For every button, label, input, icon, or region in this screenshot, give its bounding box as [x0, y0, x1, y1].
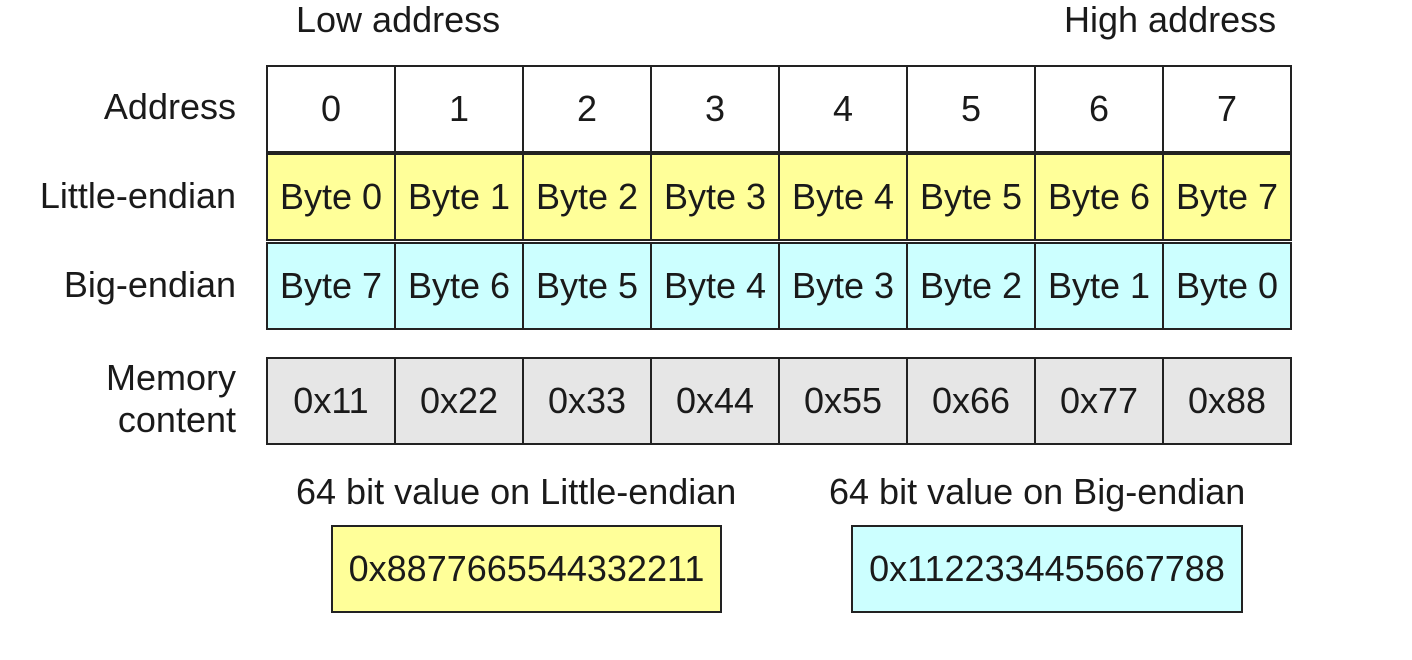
- little-endian-cell: Byte 4: [778, 153, 908, 241]
- little-endian-cell: Byte 6: [1034, 153, 1164, 241]
- little-endian-cell: Byte 0: [266, 153, 396, 241]
- address-cell: 4: [778, 65, 908, 153]
- little-endian-cell: Byte 2: [522, 153, 652, 241]
- memory-cell: 0x11: [266, 357, 396, 445]
- address-cell: 0: [266, 65, 396, 153]
- memory-cell: 0x44: [650, 357, 780, 445]
- memory-cell: 0x33: [522, 357, 652, 445]
- big-endian-cell: Byte 6: [394, 242, 524, 330]
- address-cell: 6: [1034, 65, 1164, 153]
- big-endian-cell: Byte 2: [906, 242, 1036, 330]
- big-endian-cell: Byte 5: [522, 242, 652, 330]
- memory-cell: 0x66: [906, 357, 1036, 445]
- high-address-label: High address: [1064, 0, 1277, 40]
- big-endian-cell: Byte 3: [778, 242, 908, 330]
- low-address-label: Low address: [296, 0, 501, 40]
- little-endian-value-box: 0x8877665544332211: [331, 525, 722, 613]
- big-endian-cell: Byte 4: [650, 242, 780, 330]
- little-endian-row-label: Little-endian: [39, 175, 236, 216]
- little-endian-cell: Byte 1: [394, 153, 524, 241]
- little-endian-cell: Byte 5: [906, 153, 1036, 241]
- memory-cell: 0x22: [394, 357, 524, 445]
- big-endian-row: Byte 7 Byte 6 Byte 5 Byte 4 Byte 3 Byte …: [266, 242, 1306, 330]
- big-endian-cell: Byte 7: [266, 242, 396, 330]
- address-cell: 5: [906, 65, 1036, 153]
- memory-content-row: 0x11 0x22 0x33 0x44 0x55 0x66 0x77 0x88: [266, 357, 1306, 445]
- big-endian-row-label: Big-endian: [63, 264, 236, 305]
- memory-content-row-label: Memory content: [106, 357, 236, 441]
- little-endian-cell: Byte 3: [650, 153, 780, 241]
- big-endian-value-box: 0x1122334455667788: [851, 525, 1243, 613]
- address-cell: 1: [394, 65, 524, 153]
- little-endian-cell: Byte 7: [1162, 153, 1292, 241]
- memory-label-line2: content: [117, 399, 236, 440]
- memory-label-line1: Memory: [105, 357, 236, 398]
- big-endian-cell: Byte 0: [1162, 242, 1292, 330]
- address-cell: 3: [650, 65, 780, 153]
- big-endian-value-caption: 64 bit value on Big-endian: [829, 471, 1246, 512]
- big-endian-cell: Byte 1: [1034, 242, 1164, 330]
- memory-cell: 0x88: [1162, 357, 1292, 445]
- little-endian-row: Byte 0 Byte 1 Byte 2 Byte 3 Byte 4 Byte …: [266, 153, 1306, 241]
- memory-cell: 0x77: [1034, 357, 1164, 445]
- address-cell: 7: [1162, 65, 1292, 153]
- address-row-label: Address: [103, 86, 236, 127]
- address-row: 0 1 2 3 4 5 6 7: [266, 65, 1306, 153]
- address-cell: 2: [522, 65, 652, 153]
- little-endian-value-caption: 64 bit value on Little-endian: [296, 471, 737, 512]
- memory-cell: 0x55: [778, 357, 908, 445]
